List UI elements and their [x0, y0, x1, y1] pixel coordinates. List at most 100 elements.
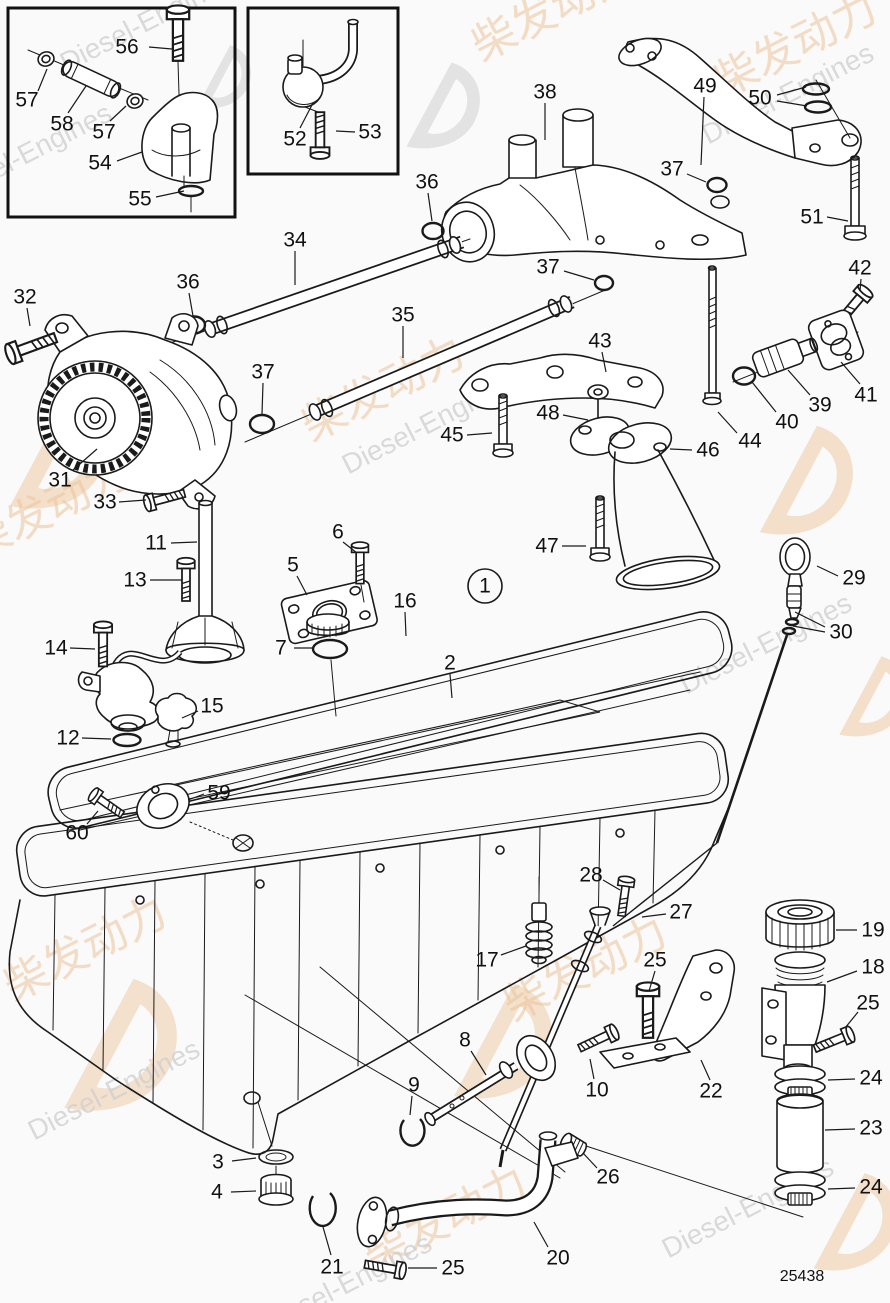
callout-leader-32 [26, 307, 31, 327]
callout-label-37: 37 [660, 158, 683, 181]
callout-label-47: 47 [535, 535, 558, 558]
dipstick-rod-tip [612, 842, 718, 927]
watermark-logo [839, 656, 890, 737]
o-ring-40 [731, 366, 757, 386]
drain-plug-4 [258, 1173, 294, 1206]
callout-label-29: 29 [842, 567, 865, 590]
callout-label-41: 41 [854, 384, 877, 407]
axis-line [257, 1101, 273, 1147]
callout-label-28: 28 [579, 864, 602, 887]
callout-leader-24 [827, 1078, 856, 1081]
bolt-47 [589, 495, 611, 562]
assembly-lines [244, 966, 804, 1218]
callout-label-3: 3 [212, 1151, 224, 1174]
callout-label-27: 27 [669, 901, 692, 924]
callout-label-22: 22 [699, 1080, 722, 1103]
arm-49 [618, 37, 862, 167]
callout-leader-24 [827, 1187, 856, 1190]
callout-leader-44 [717, 411, 738, 434]
callout-label-10: 10 [585, 1079, 608, 1102]
callout-label-7: 7 [275, 637, 287, 660]
callout-leader-37 [563, 270, 595, 281]
oil-pan-2 [8, 671, 732, 1155]
callout-leader-6 [342, 541, 358, 554]
dipstick-seals-30 [781, 617, 800, 636]
watermark-text: Diesel-Engines [255, 1227, 437, 1303]
sealing-plate-59 [136, 783, 190, 829]
callout-leader-56 [148, 46, 173, 50]
callout-label-24: 24 [859, 1067, 883, 1090]
callout-leader-37 [261, 382, 264, 415]
callout-label-33: 33 [93, 491, 116, 514]
callout-leader-41 [840, 361, 861, 385]
callout-label-8: 8 [459, 1029, 471, 1052]
dipstick-29 [779, 537, 811, 619]
hose-23 [776, 1093, 824, 1174]
callout-leader-31 [72, 448, 98, 471]
callout-label-31: 31 [48, 469, 71, 492]
callout-leader-5 [296, 575, 308, 596]
o-rings-50 [801, 82, 833, 114]
pipe-34 [149, 235, 471, 351]
callout-leader-14 [69, 647, 96, 650]
callout-label-19: 19 [861, 919, 884, 942]
callout-label-17: 17 [475, 949, 498, 972]
callout-label-54: 54 [88, 152, 112, 175]
callout-leader-27 [641, 913, 667, 918]
suction-pipe-46 [569, 416, 721, 591]
o-ring-37a [706, 176, 728, 194]
callout-leader-23 [824, 1128, 856, 1131]
bracket-43 [459, 353, 664, 410]
callout-label-14: 14 [44, 637, 68, 660]
callout-label-36: 36 [415, 171, 438, 194]
callout-label-6: 6 [332, 521, 344, 544]
callout-label-9: 9 [408, 1074, 420, 1097]
callout-label-4: 4 [211, 1181, 223, 1204]
callout-leader-25 [844, 1011, 859, 1029]
callout-leader-51 [826, 216, 849, 222]
callout-leader-60 [86, 810, 99, 825]
callout-label-52: 52 [283, 128, 306, 151]
callout-label-57: 57 [15, 89, 38, 112]
callout-leader-48 [562, 414, 589, 421]
spring-plug-17 [525, 876, 553, 965]
ring-55 [177, 184, 205, 198]
callout-leader-20 [533, 1221, 549, 1248]
cover-plate-5 [280, 579, 378, 645]
callout-label-35: 35 [391, 304, 414, 327]
callout-label-57: 57 [92, 121, 115, 144]
callout-leader-18 [826, 970, 858, 983]
callout-leader-49 [700, 96, 705, 166]
callout-leader-30 [792, 625, 826, 633]
callout-label-20: 20 [546, 1247, 569, 1270]
drawing-number: 25438 [780, 1268, 825, 1285]
filler-neck-18 [761, 951, 826, 1075]
callout-leader-57 [37, 68, 48, 92]
callout-label-40: 40 [775, 411, 798, 434]
o-ring-12 [112, 732, 142, 748]
o-ring-37c [593, 274, 615, 292]
washer-57b [126, 93, 144, 109]
bolt-13 [176, 556, 196, 602]
callout-label-2: 2 [444, 652, 456, 675]
callout-label-25: 25 [441, 1257, 464, 1280]
callout-label-25: 25 [856, 992, 879, 1015]
bolt-56 [165, 4, 191, 62]
watermark-text: Diesel-Engines [675, 587, 857, 700]
washer-3 [258, 1149, 294, 1165]
callout-label-5: 5 [287, 554, 299, 577]
bolt-25a [635, 981, 661, 1039]
callout-label-46: 46 [696, 439, 719, 462]
callout-leader-55 [155, 190, 185, 198]
callout-label-11: 11 [145, 532, 167, 555]
watermark-text: 柴发动力 [463, 0, 643, 72]
callout-leader-25 [648, 970, 656, 992]
callout-label-16: 16 [393, 590, 416, 613]
callout-label-25: 25 [643, 949, 666, 972]
callout-label-30: 30 [829, 621, 852, 644]
bolt-32 [2, 326, 61, 367]
callout-label-60: 60 [65, 822, 88, 845]
callout-label-44: 44 [738, 430, 762, 453]
gasket-16 [47, 611, 733, 829]
callout-label-42: 42 [848, 257, 871, 280]
